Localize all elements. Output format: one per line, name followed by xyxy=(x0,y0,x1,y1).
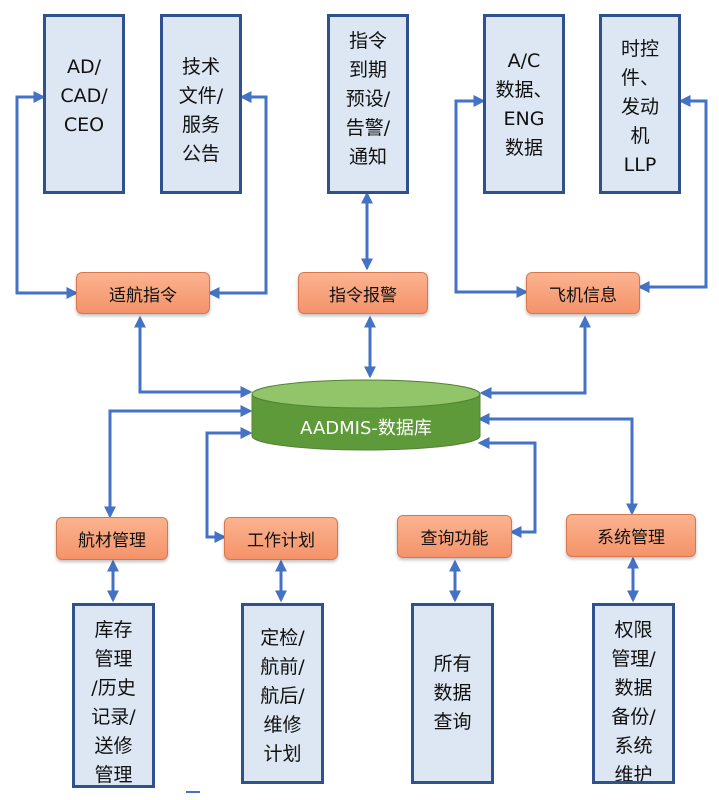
detail-all-data-query: 所有 数据 查询 xyxy=(411,603,494,784)
source-directive-expiry-alerts: 指令 到期 预设/ 告警/ 通知 xyxy=(327,14,409,194)
connector-aircraftinfo-db xyxy=(479,315,591,399)
module-aircraft-info: 飞机信息 xyxy=(526,272,640,314)
module-airworthiness-directive: 适航指令 xyxy=(76,272,210,314)
detail-permission-backup-maintenance: 权限 管理/ 数据 备份/ 系统 维护 xyxy=(592,603,675,784)
database-cylinder xyxy=(251,379,481,451)
connector-ad-airworthiness xyxy=(15,91,79,299)
module-query-function: 查询功能 xyxy=(397,515,512,558)
connector-system-db xyxy=(477,413,638,516)
source-time-control-llp: 时控 件、 发动 机 LLP xyxy=(599,14,681,194)
connector-workplan-db xyxy=(205,427,253,543)
connector-material-db xyxy=(104,405,253,519)
connector-techdocs-airworthiness xyxy=(207,91,268,299)
module-system-management: 系统管理 xyxy=(566,514,696,557)
connector-timecontrol-aircraftinfo xyxy=(637,95,708,293)
database-label: AADMIS-数据库 xyxy=(300,418,432,439)
module-work-plan: 工作计划 xyxy=(224,517,338,560)
detail-inventory-management: 库存 管理 /历史 记录/ 送修 管理 xyxy=(72,603,155,788)
module-directive-alert: 指令报警 xyxy=(298,272,428,314)
source-ad-cad-ceo: AD/ CAD/ CEO xyxy=(43,14,125,194)
detail-inspection-maintenance-plan: 定检/ 航前/ 航后/ 维修 计划 xyxy=(241,603,324,784)
connector-ac-aircraftinfo xyxy=(454,95,529,298)
source-tech-documents: 技术 文件/ 服务 公告 xyxy=(160,14,242,194)
source-ac-eng-data: A/C 数据、 ENG 数据 xyxy=(483,14,565,194)
module-material-management: 航材管理 xyxy=(56,517,168,560)
connector-airworthiness-db xyxy=(134,315,253,398)
